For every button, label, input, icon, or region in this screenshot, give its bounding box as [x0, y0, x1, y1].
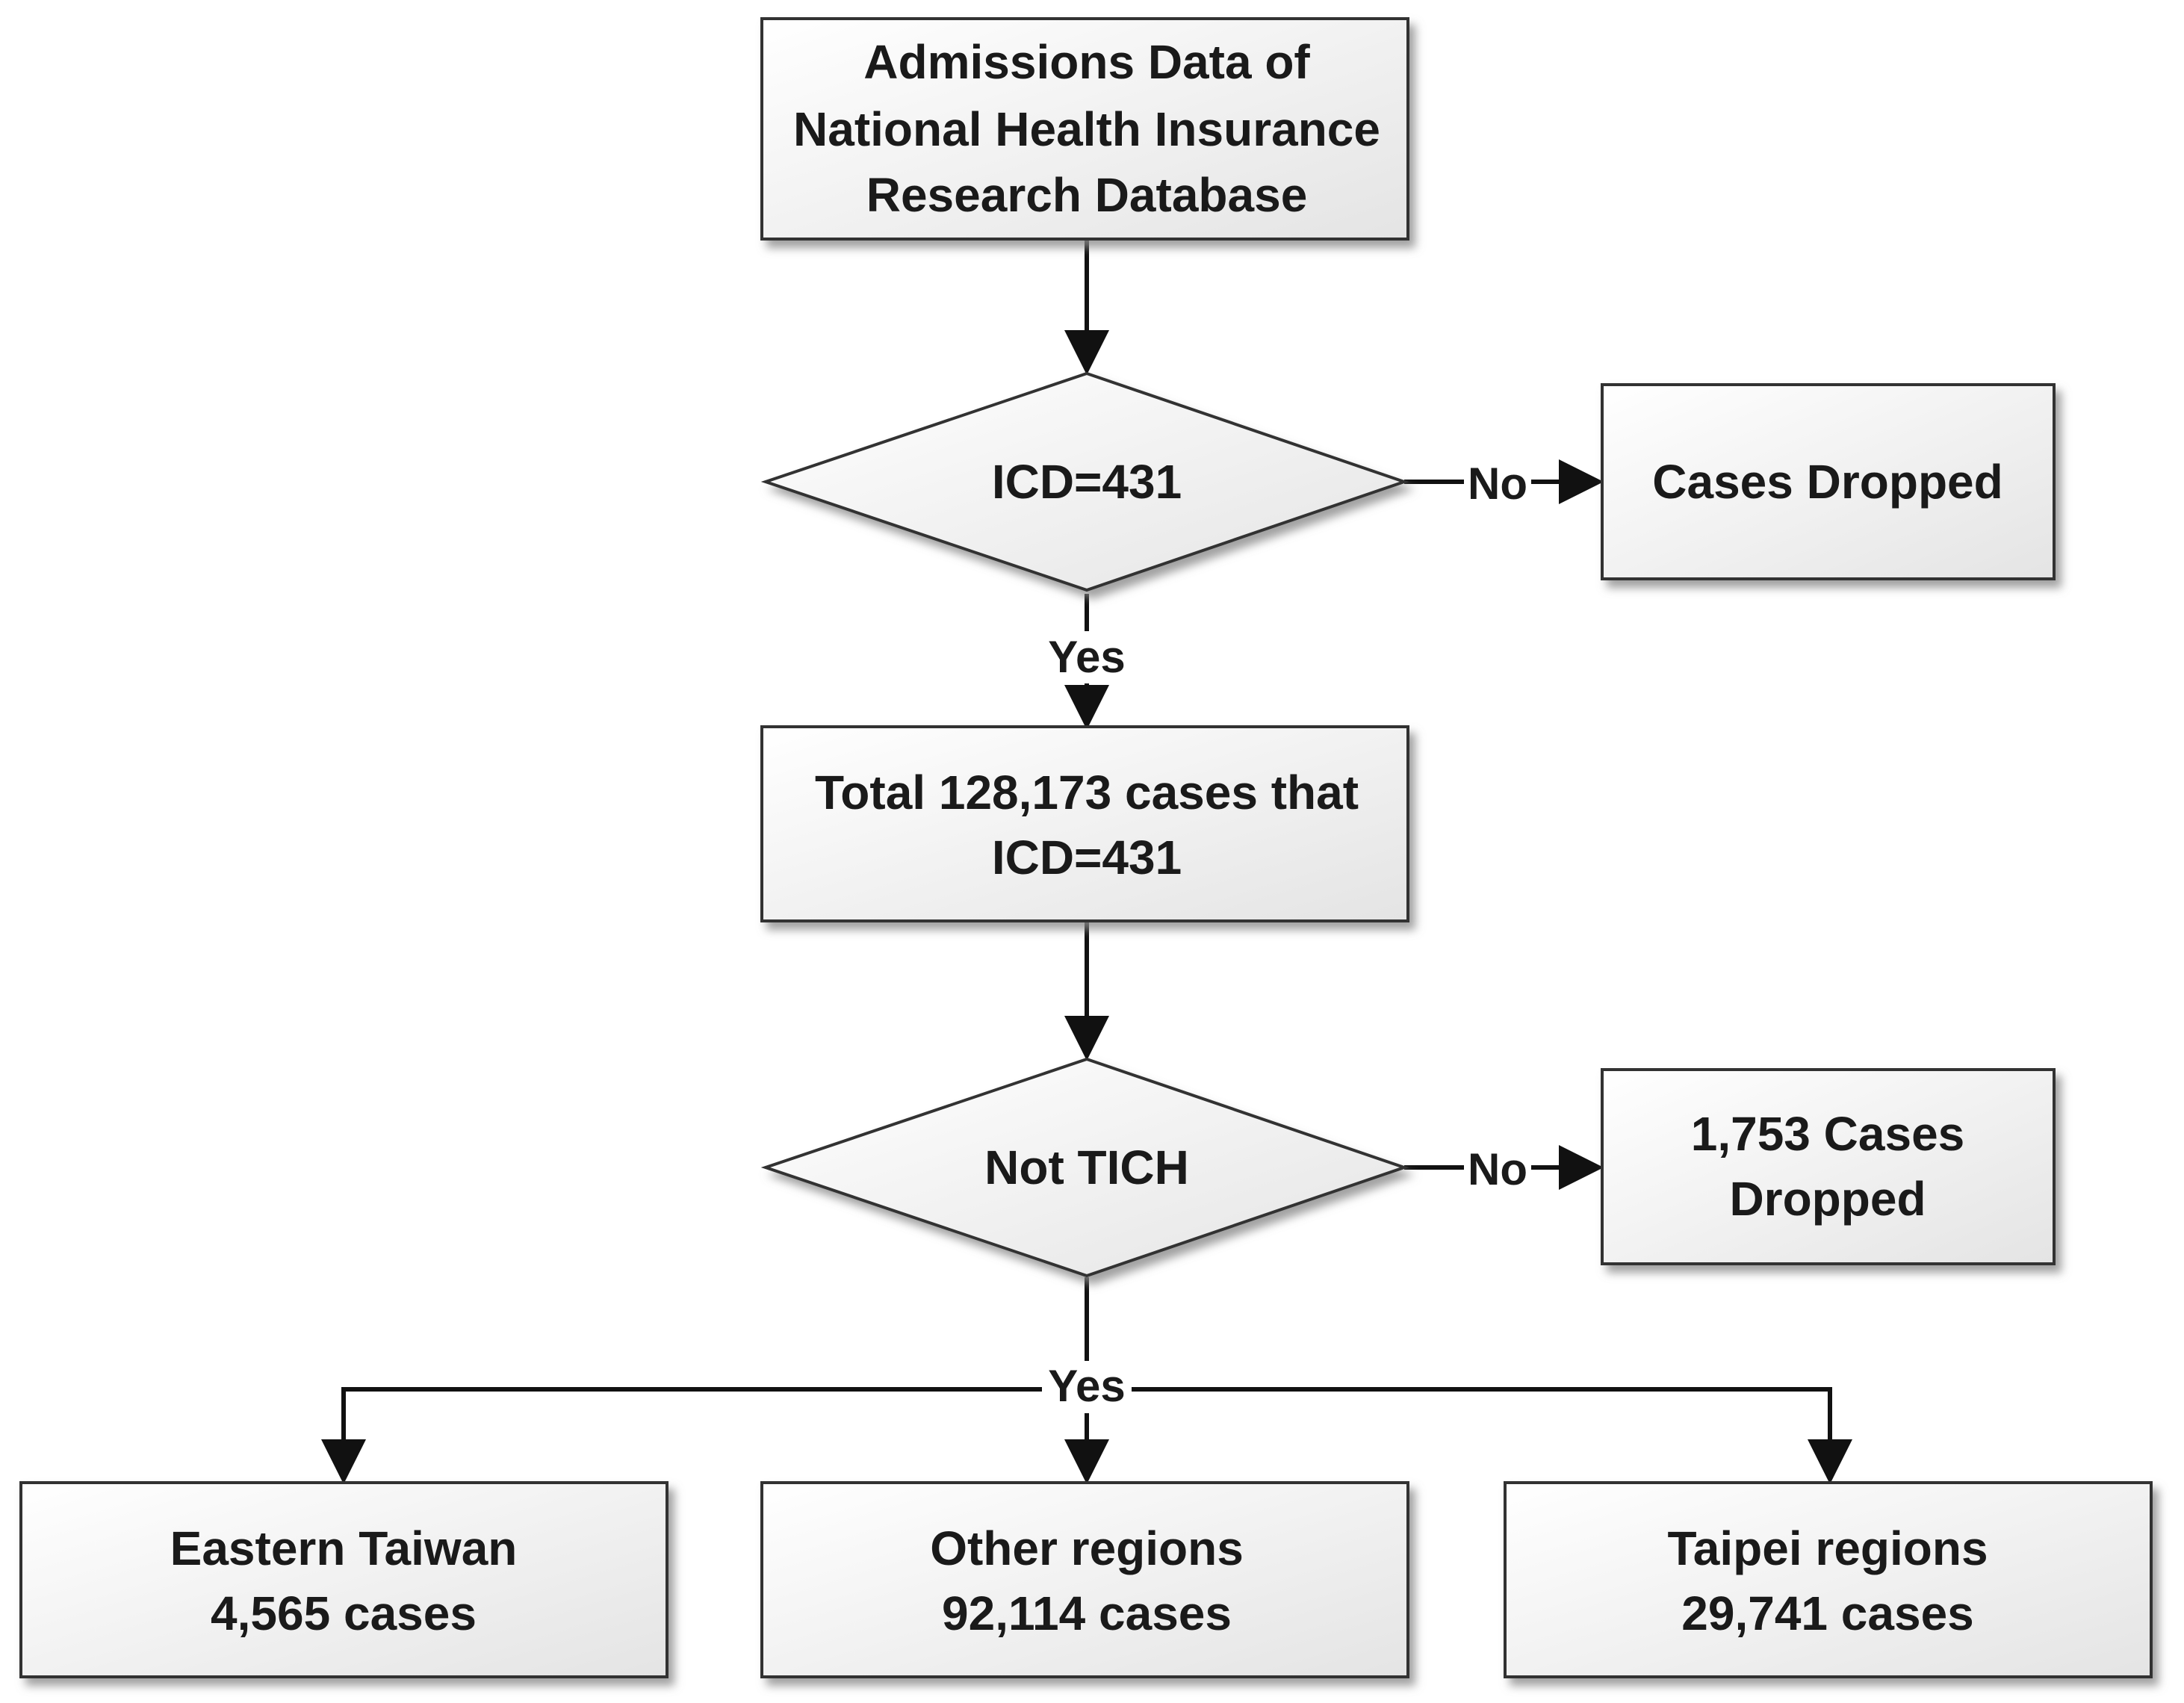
node-source: Admissions Data of National Health Insur… [760, 17, 1409, 241]
other-line-1: Other regions [930, 1521, 1244, 1575]
decision-tich-text: Not TICH [984, 1141, 1189, 1194]
eastern-line-1: Eastern Taiwan [170, 1521, 518, 1575]
dropped2-line-2: Dropped [1729, 1172, 1926, 1226]
node-source-line-3: Research Database [866, 168, 1308, 222]
edge-labels: No Yes No Yes [1042, 457, 1531, 1413]
dropped2-line-1: 1,753 Cases [1691, 1107, 1965, 1161]
node-decision-tich: Not TICH [760, 1057, 1409, 1278]
node-1753-dropped: 1,753 Cases Dropped [1601, 1068, 2056, 1265]
label-icd-yes: Yes [1048, 632, 1125, 682]
node-decision-icd: ICD=431 [760, 371, 1409, 592]
total-cases-line-2: ICD=431 [992, 831, 1182, 884]
cases-dropped-text: Cases Dropped [1652, 455, 2002, 509]
node-source-line-2: National Health Insurance [793, 102, 1380, 156]
node-total-cases: Total 128,173 cases that ICD=431 [760, 725, 1409, 922]
label-tich-yes: Yes [1048, 1361, 1125, 1411]
other-line-2: 92,114 cases [942, 1586, 1232, 1640]
node-eastern-taiwan: Eastern Taiwan 4,565 cases [19, 1481, 668, 1678]
node-other-regions: Other regions 92,114 cases [760, 1481, 1409, 1678]
label-icd-no: No [1468, 459, 1527, 509]
node-cases-dropped: Cases Dropped [1601, 383, 2056, 580]
taipei-line-2: 29,741 cases [1681, 1586, 1974, 1640]
eastern-line-2: 4,565 cases [211, 1586, 477, 1640]
total-cases-line-1: Total 128,173 cases that [815, 766, 1359, 819]
label-tich-no: No [1468, 1144, 1527, 1194]
taipei-line-1: Taipei regions [1667, 1521, 1988, 1575]
decision-icd-text: ICD=431 [992, 455, 1182, 509]
node-source-line-1: Admissions Data of [863, 35, 1310, 89]
node-taipei-regions: Taipei regions 29,741 cases [1504, 1481, 2153, 1678]
